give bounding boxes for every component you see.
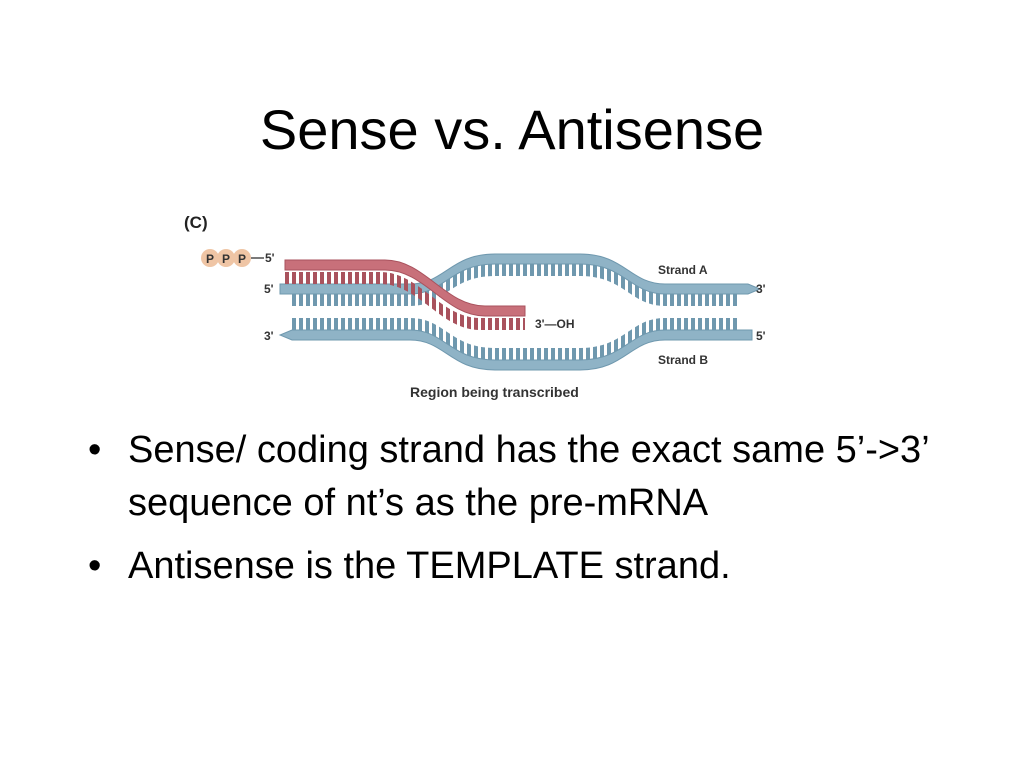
- strand-b-bases: [290, 318, 740, 360]
- bullet-text: Antisense is the TEMPLATE strand.: [128, 545, 731, 588]
- rna-three-prime-oh-label: 3'—OH: [535, 317, 575, 331]
- strand-a-label: Strand A: [658, 263, 708, 277]
- strand-a-left-end: 5': [264, 282, 274, 296]
- triphosphate: P P P: [201, 249, 264, 267]
- bullet-text: Sense/ coding strand has the exact same …: [128, 429, 929, 525]
- strand-b-left-end: 3': [264, 329, 274, 343]
- bullet-item: • Sense/ coding strand has the exact sam…: [88, 424, 968, 530]
- bullet-marker: •: [88, 429, 102, 471]
- strand-b-label: Strand B: [658, 353, 708, 367]
- phosphate-label-2: P: [222, 252, 230, 266]
- strand-a-right-end: 3': [756, 282, 766, 296]
- strand-a-bases: [290, 264, 740, 306]
- rna-transcript: [284, 259, 526, 330]
- phosphate-2: [217, 249, 235, 267]
- rna-five-prime-label: 5': [265, 251, 275, 265]
- slide-title: Sense vs. Antisense: [259, 98, 765, 161]
- phosphate-label-1: P: [206, 252, 214, 266]
- figure-caption: Region being transcribed: [410, 384, 579, 400]
- bullet-marker: •: [88, 545, 102, 588]
- phosphate-label-3: P: [238, 252, 246, 266]
- phosphate-1: [201, 249, 219, 267]
- rna-backbone: [284, 259, 526, 317]
- strand-b-backbone: [278, 329, 753, 371]
- strand-b-right-end: 5': [756, 329, 766, 343]
- bullet-list: • Sense/ coding strand has the exact sam…: [88, 424, 968, 604]
- transcription-diagram: (C) P P P 5' 3'—OH Strand A Strand B 5' …: [184, 213, 766, 400]
- panel-label: (C): [184, 213, 208, 232]
- bullet-item: • Antisense is the TEMPLATE strand.: [88, 540, 968, 593]
- phosphate-3: [233, 249, 251, 267]
- rna-bases: [285, 272, 525, 330]
- strand-b: [278, 318, 753, 371]
